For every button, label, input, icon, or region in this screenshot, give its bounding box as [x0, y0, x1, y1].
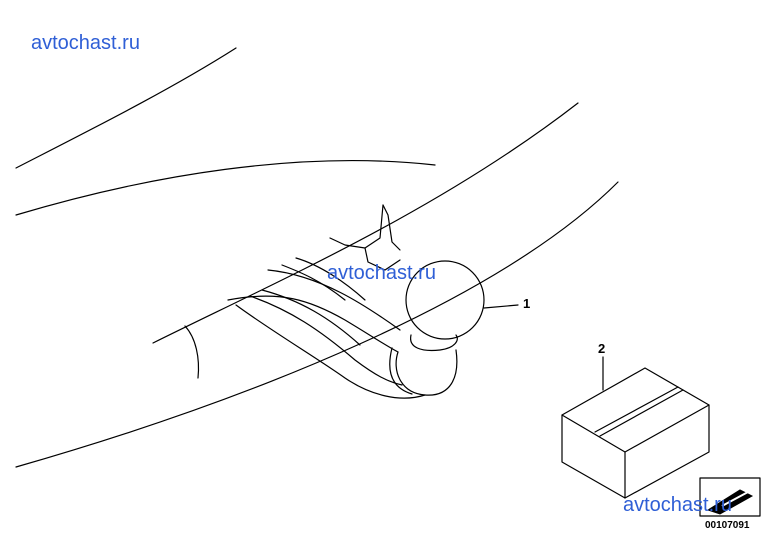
- box-right-face: [624, 404, 710, 499]
- tow-ball: [405, 260, 485, 340]
- bumper-bottom-line: [15, 181, 619, 468]
- box-tape: [594, 386, 679, 433]
- catalog-number: 00107091: [705, 520, 750, 531]
- watermark-center: avtochast.ru: [327, 262, 436, 284]
- box-left-face: [561, 414, 626, 499]
- watermark-bottom-right: avtochast.ru: [623, 494, 732, 516]
- leader-line-1: [483, 304, 519, 309]
- watermark-top-left: avtochast.ru: [31, 32, 140, 54]
- ball-neck: [395, 349, 458, 396]
- catalog-icon-frame: [699, 477, 761, 517]
- hitch-arm-top: [267, 269, 401, 331]
- bumper-corner: [184, 325, 200, 379]
- bumper-top-line: [15, 47, 237, 169]
- bumper-upper-line: [15, 160, 436, 216]
- hitch-arm-lower: [235, 304, 426, 399]
- hitch-arm-upper: [227, 295, 399, 353]
- callout-part-2: 2: [598, 341, 606, 356]
- bumper-lower-line: [152, 102, 579, 344]
- callout-part-1: 1: [523, 296, 531, 311]
